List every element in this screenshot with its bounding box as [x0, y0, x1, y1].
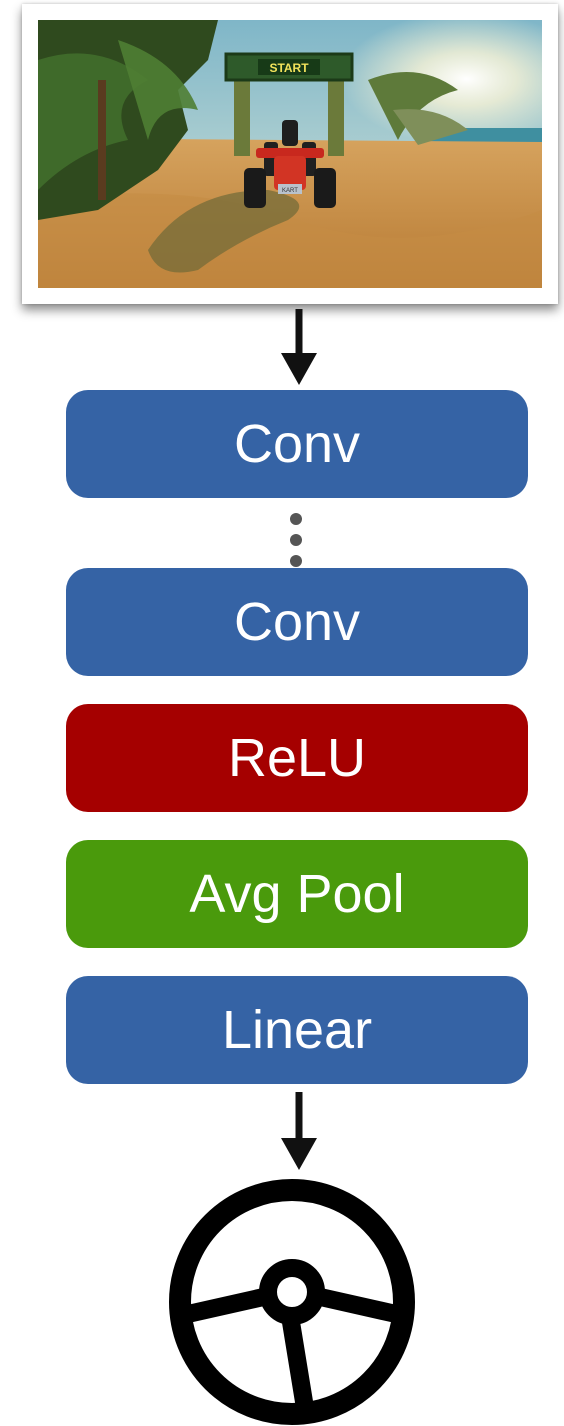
kart-plate-text: KART — [282, 188, 298, 194]
conv-layer-last-label: Conv — [233, 592, 361, 652]
kart-game-screenshot: START KART — [38, 20, 542, 288]
linear-layer: Linear — [66, 976, 528, 1084]
relu-layer-label: ReLU — [227, 728, 367, 788]
input-arrow — [281, 309, 317, 385]
steering-wheel-icon — [169, 1179, 415, 1425]
avg-pool-layer-label: Avg Pool — [189, 864, 405, 924]
relu-layer: ReLU — [66, 704, 528, 812]
output-arrow — [281, 1092, 317, 1170]
conv-layer-first-label: Conv — [233, 414, 361, 474]
start-banner-text: START — [269, 61, 309, 75]
conv-layer-first: Conv — [66, 390, 528, 498]
conv-layer-last: Conv — [66, 568, 528, 676]
repeated-layers-ellipsis — [290, 513, 302, 567]
input-game-frame: START KART — [22, 4, 558, 304]
avg-pool-layer: Avg Pool — [66, 840, 528, 948]
linear-layer-label: Linear — [221, 1000, 373, 1060]
